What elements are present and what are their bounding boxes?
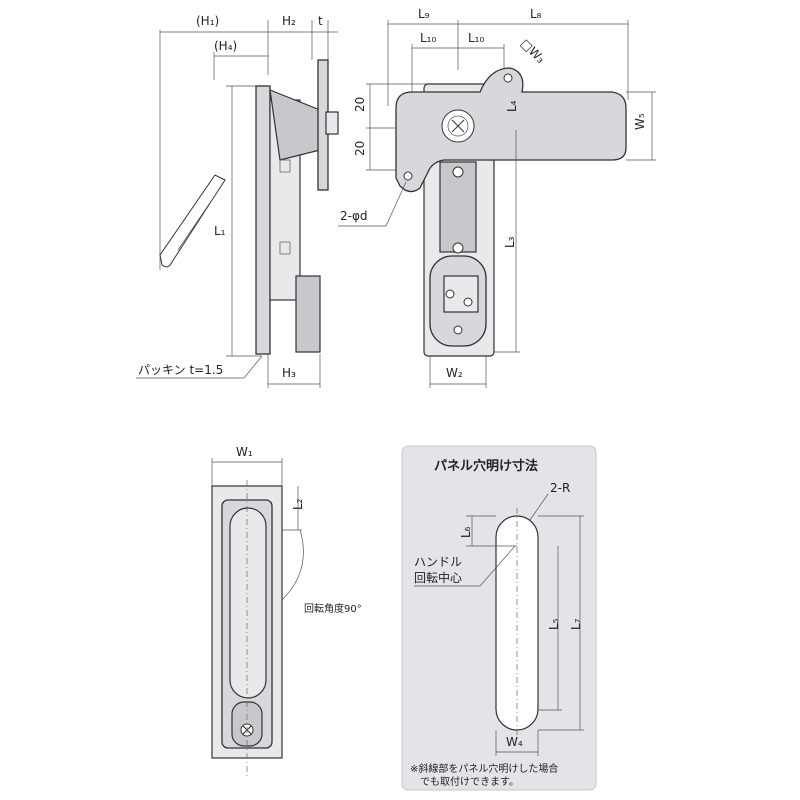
dim-l1-label: L₁ [214, 224, 226, 238]
front-view: L₉ L₈ L₁₀ L₁₀ □W₃ 20 20 L₄ [338, 7, 656, 388]
center-note-line2: 回転中心 [414, 570, 462, 585]
dim-w1-label: W₁ [236, 445, 253, 459]
handle-lever [395, 67, 627, 193]
dim-w2-label: W₂ [446, 366, 463, 380]
dim-w3-label: □W₃ [518, 36, 548, 66]
dim-l7-label: L₇ [569, 618, 583, 630]
dim-l10-left-label: L₁₀ [420, 31, 436, 45]
handle-grip [229, 507, 267, 699]
dim-h2-label: H₂ [282, 14, 296, 28]
dim-2r-label: 2-R [550, 481, 570, 495]
dim-l4-label: L₄ [505, 100, 519, 112]
panel-cutout-title: パネル穴明け寸法 [434, 458, 538, 474]
lock-shaft [325, 111, 339, 135]
dim-h1-label: (H₁) [196, 14, 219, 28]
packing-note: パッキン t=1.5 [138, 363, 223, 377]
dim-l2-label: L₂ [291, 498, 305, 510]
dim-w5-label: W₅ [633, 113, 647, 130]
dim-l8-label: L₈ [530, 7, 542, 21]
handle-view: W₁ L₂ 回転角度90° [211, 445, 362, 778]
dim-l5-label: L₅ [547, 618, 561, 630]
dim-w4-label: W₄ [506, 735, 523, 749]
panel-cutout-view: パネル穴明け寸法 2-R L₆ ハンドル 回転中心 L₅ L₇ W₄ ※斜線部を… [401, 445, 597, 791]
housing-body [255, 85, 271, 355]
dim-20-bottom-label: 20 [353, 141, 367, 156]
footnote-line2: でも取付けできます。 [420, 775, 519, 788]
dim-l6-label: L₆ [459, 526, 473, 538]
dim-l10-right-label: L₁₀ [468, 31, 484, 45]
dim-l9-label: L₉ [418, 7, 430, 21]
side-view: (H₁) (H₄) H₂ t L₁ H₃ パッキン t=1.5 [136, 14, 339, 388]
dim-2phid-label: 2-φd [340, 209, 368, 223]
dim-h4-label: (H₄) [214, 39, 237, 53]
footnote-line1: ※斜線部をパネル穴明けした場合 [410, 762, 558, 775]
rotation-note: 回転角度90° [304, 602, 362, 615]
dim-20-top-label: 20 [353, 97, 367, 112]
lower-block [295, 275, 321, 353]
handle-arm-outline [159, 174, 226, 268]
dim-l3-label: L₃ [503, 236, 517, 248]
center-note-line1: ハンドル [414, 555, 462, 569]
dim-t-label: t [318, 14, 323, 28]
dim-h3-label: H₃ [282, 366, 296, 380]
